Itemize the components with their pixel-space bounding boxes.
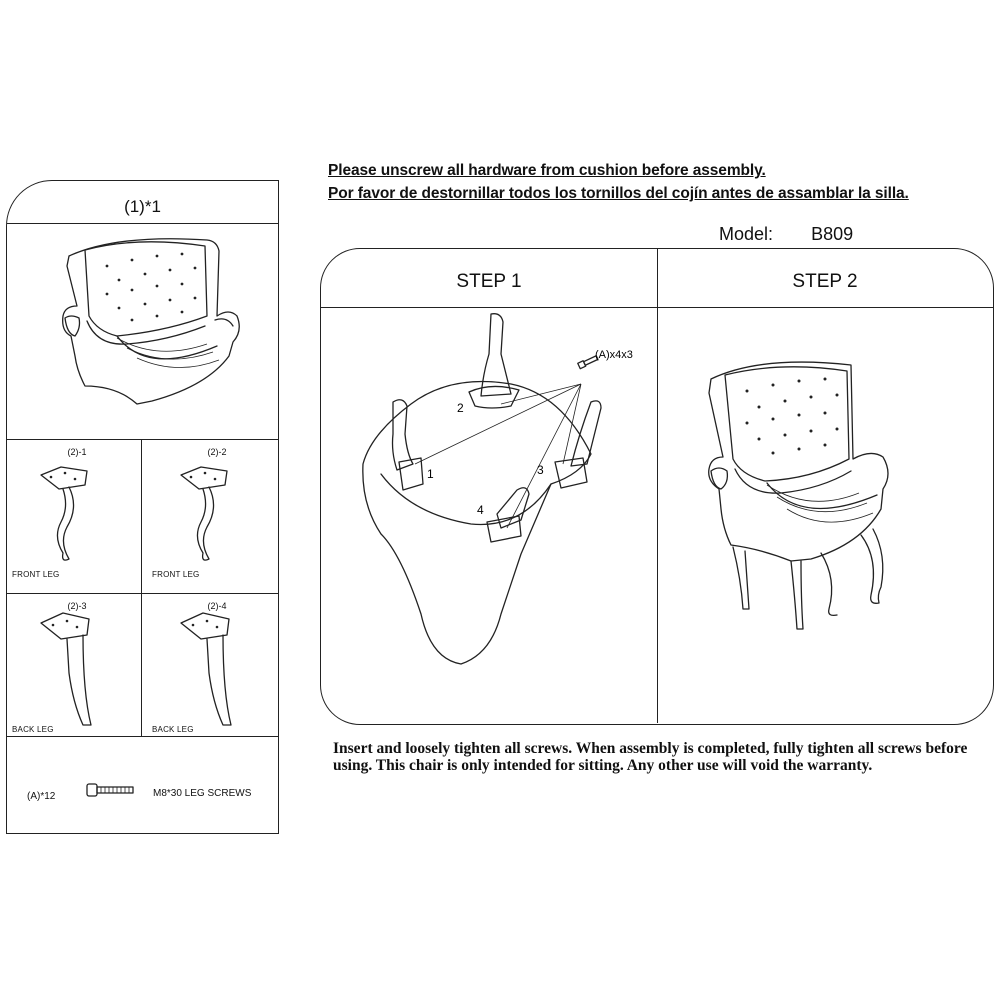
steps-panel: STEP 1 STEP 2 (A)x4x3 1 2 3 4 — [320, 248, 994, 725]
seat-label: (1)*1 — [124, 197, 161, 216]
leg-id-3: (2)-3 — [67, 601, 87, 611]
leg-number-3: 3 — [537, 463, 544, 477]
parts-list-panel: (1)*1 (2)-1 (2)-2 (2)-3 (2)-4 FRONT LEG … — [6, 180, 279, 834]
leg-id-2: (2)-2 — [207, 447, 227, 457]
note-english: Please unscrew all hardware from cushion… — [328, 162, 766, 179]
leg-caption-1: FRONT LEG — [12, 570, 60, 579]
screw-icon — [86, 783, 134, 797]
wingback-chair-icon — [708, 361, 889, 630]
note-spanish: Por favor de destornillar todos los torn… — [328, 185, 909, 202]
hardware-description: M8*30 LEG SCREWS — [153, 788, 252, 799]
leg-number-1: 1 — [427, 467, 434, 481]
leg-number-2: 2 — [457, 401, 464, 415]
screw-callout: (A)x4x3 — [595, 349, 633, 361]
leg-id-4: (2)-4 — [207, 601, 227, 611]
step-1-title: STEP 1 — [456, 271, 522, 292]
leg-caption-3: BACK LEG — [12, 725, 54, 734]
curved-leg-icon — [40, 466, 88, 561]
assembly-instructions: Insert and loosely tighten all screws. W… — [333, 740, 968, 774]
curved-leg-icon — [180, 466, 228, 561]
leg-id-1: (2)-1 — [67, 447, 87, 457]
straight-leg-icon — [40, 612, 92, 726]
model-value: B809 — [811, 224, 854, 244]
upturned-chair-icon: (A)x4x3 1 2 3 4 — [362, 313, 633, 665]
straight-leg-icon — [180, 612, 232, 726]
step-2-title: STEP 2 — [792, 271, 858, 292]
hardware-qty: (A)*12 — [27, 791, 56, 802]
leg-caption-4: BACK LEG — [152, 725, 194, 734]
model-label: Model: — [719, 224, 774, 244]
model-row: Model: B809 — [719, 224, 853, 245]
leg-number-4: 4 — [477, 503, 484, 517]
wingback-chair-icon — [62, 238, 240, 405]
leg-caption-2: FRONT LEG — [152, 570, 200, 579]
